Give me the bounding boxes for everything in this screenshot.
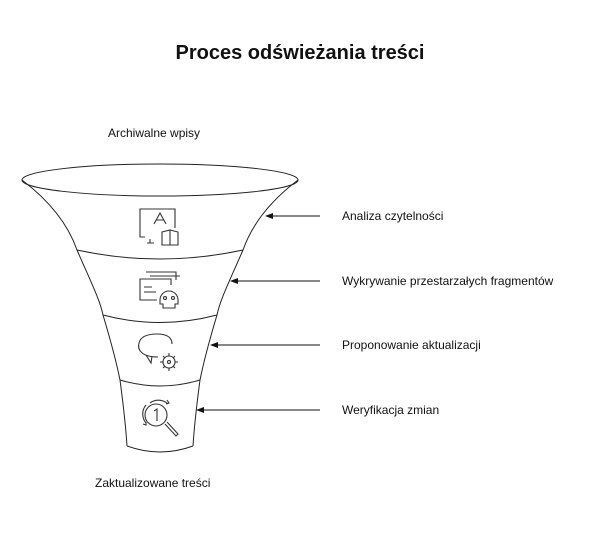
- version-search-icon: [142, 399, 179, 437]
- funnel-right-side: [192, 179, 299, 447]
- funnel-top: [21, 163, 299, 197]
- band-divider-3: [119, 379, 201, 387]
- stage-label-3: Proponowanie aktualizacji: [342, 338, 481, 352]
- chat-gear-icon: [138, 333, 178, 371]
- funnel-left-side: [21, 179, 128, 447]
- document-skull-icon: [139, 271, 180, 309]
- bottom-label: Zaktualizowane treści: [95, 476, 211, 490]
- stage-label-2: Wykrywanie przestarzałych fragmentów: [342, 274, 554, 288]
- stage-label-4: Weryfikacja zmian: [342, 403, 440, 417]
- band-divider-1: [76, 249, 244, 260]
- stage-label-1: Analiza czytelności: [342, 209, 444, 223]
- reading-icon: [139, 208, 179, 246]
- band-divider-2: [102, 314, 218, 323]
- diagram-title: Proces odświeżania treści: [175, 42, 425, 64]
- funnel-bottom: [126, 445, 194, 453]
- top-label: Archiwalne wpisy: [108, 126, 201, 140]
